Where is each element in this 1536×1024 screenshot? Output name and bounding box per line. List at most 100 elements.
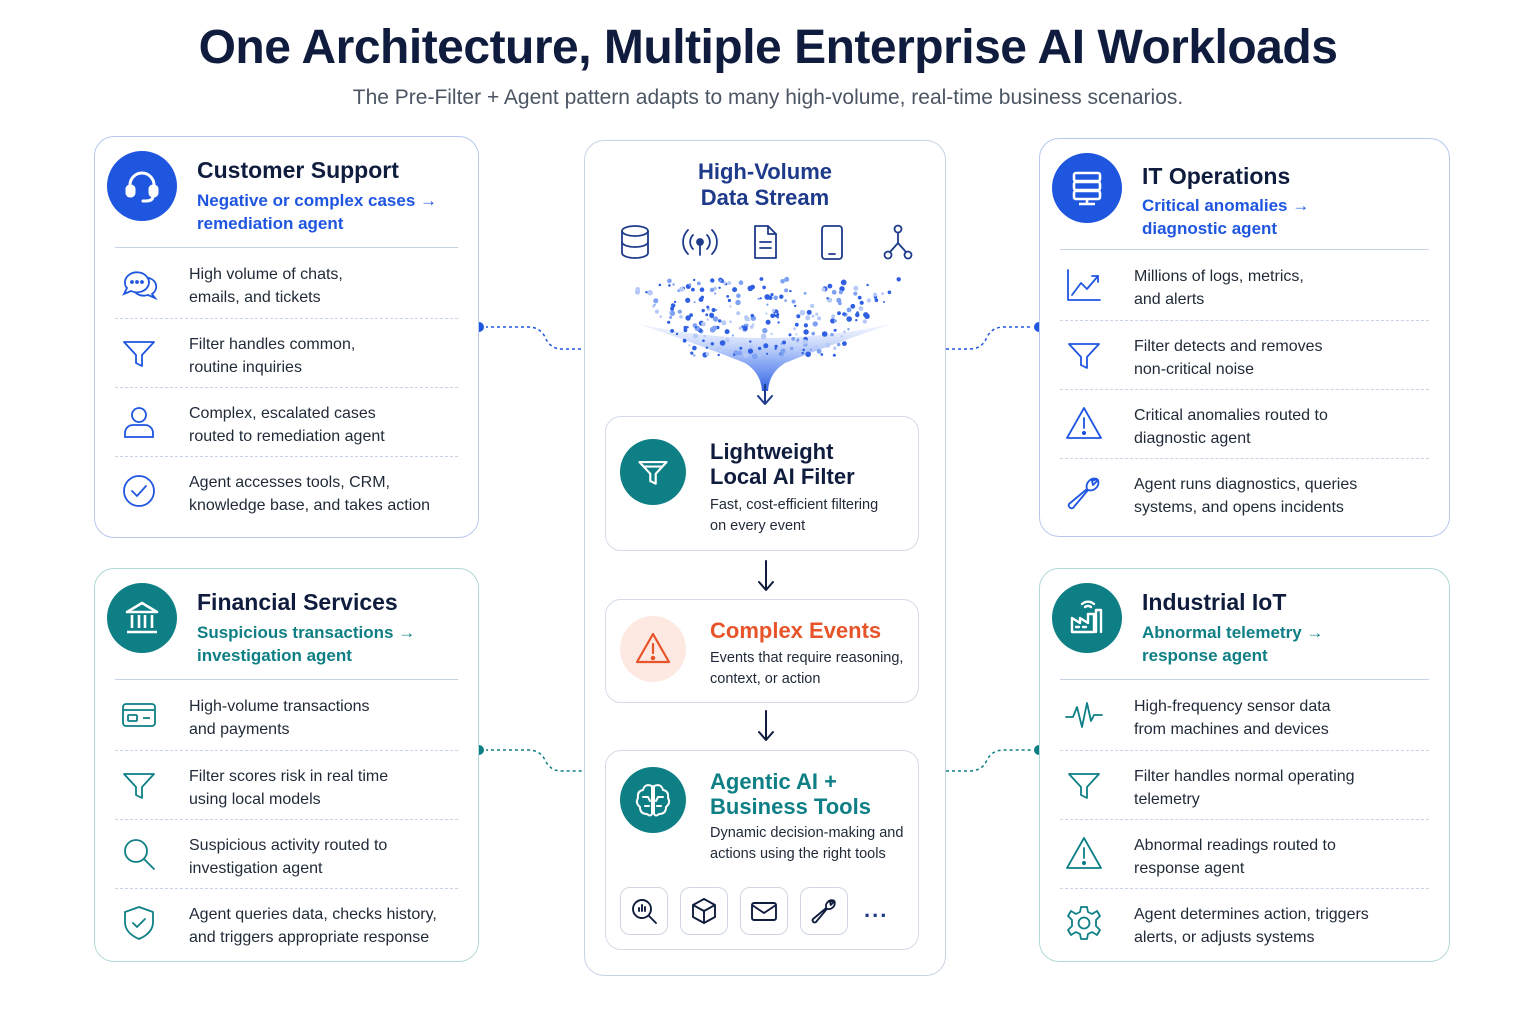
data-particle [820,353,824,356]
divider [1060,249,1429,250]
data-particle [749,340,752,343]
card-subtitle: Negative or complex cases → remediation … [197,191,438,233]
data-particle [727,298,731,303]
data-particle [713,286,717,291]
data-particle [859,300,864,305]
page-subtitle: The Pre-Filter + Agent pattern adapts to… [352,86,1184,109]
data-particle [685,297,691,303]
tool-wrench[interactable] [800,887,848,935]
data-particle [685,315,691,321]
data-particle [762,285,766,290]
data-particle [794,304,797,308]
data-particle [719,340,726,346]
data-particle [881,292,884,296]
data-particle [811,331,816,336]
data-particle [659,315,662,318]
data-particle [874,298,879,302]
data-funnel [634,276,901,405]
item-text: Filter handles common,routine inquiries [189,336,356,376]
data-particle [833,328,837,332]
data-particle [805,315,811,321]
list-item: Agent accesses tools, CRM,knowledge base… [115,456,458,525]
data-particle [825,342,831,348]
more-tools-icon[interactable]: ... [864,897,889,922]
arrow-down-icon [758,560,774,591]
data-particle [803,291,807,295]
data-particle [784,276,790,282]
stage-description: Fast, cost-efficient filtering on every … [710,497,879,534]
user-icon [124,407,154,438]
data-particle [795,333,798,336]
warning-icon [1066,407,1102,439]
data-particle [830,318,836,324]
data-particle [706,318,709,321]
data-particle [670,303,676,308]
magnifier-icon [124,839,155,870]
data-particle [837,311,841,316]
data-particle [750,313,754,318]
item-text: High volume of chats,emails, and tickets [189,266,343,306]
broadcast-icon [682,229,718,256]
data-particle [696,281,701,286]
page-title: One Architecture, Multiple Enterprise AI… [198,21,1338,74]
data-particle [789,289,792,293]
data-particle [736,311,741,316]
data-particle [802,339,808,345]
tool-cube[interactable] [680,887,728,935]
list-item: Filter handles common,routine inquiries [115,318,458,387]
data-particle [700,295,704,299]
data-particle [729,320,732,323]
card-industrial-iot: Industrial IoT Abnormal telemetry → resp… [1039,568,1450,962]
data-particle [718,319,722,323]
data-particle [673,300,677,304]
data-particle [701,321,706,327]
filter-icon [1068,773,1100,799]
arrow-down-icon [758,710,774,741]
data-particle [679,314,683,319]
data-particle [780,342,783,345]
data-particle [705,346,709,349]
data-particle [836,342,841,347]
data-particle [853,285,859,291]
data-particle [658,283,662,287]
data-particle [691,287,695,292]
data-particle [773,295,778,301]
data-particle [839,286,845,292]
data-particle [780,352,784,357]
data-particle [802,348,805,352]
data-particle [705,352,710,356]
data-particle [690,351,694,355]
gear-icon [1067,906,1101,940]
data-particle [780,279,785,284]
filter-icon [620,439,686,505]
data-particle [705,313,709,317]
data-particle [821,331,828,337]
card-subtitle: Suspicious transactions → investigation … [197,623,416,665]
data-particle [858,306,864,311]
cube-icon [692,898,716,924]
data-particle [799,309,806,316]
search-icon [632,899,657,924]
tool-search[interactable] [620,887,668,935]
data-particle [791,337,796,341]
data-particle [688,283,692,286]
tool-mail[interactable] [740,887,788,935]
data-particle [833,346,837,350]
funnel-shape [635,323,895,391]
data-particle [774,344,778,348]
list-item: High volume of chats,emails, and tickets [115,249,458,318]
data-particle [866,298,872,303]
stage-title: Lightweight Local AI Filter [710,439,855,489]
data-particle [843,330,846,334]
wrench-icon [811,899,836,924]
card-subtitle: Abnormal telemetry → response agent [1142,623,1324,665]
data-particle [887,290,892,295]
pulse-icon [1065,702,1103,728]
data-particle [739,346,743,350]
data-particle [855,319,858,322]
data-particles [634,276,901,360]
